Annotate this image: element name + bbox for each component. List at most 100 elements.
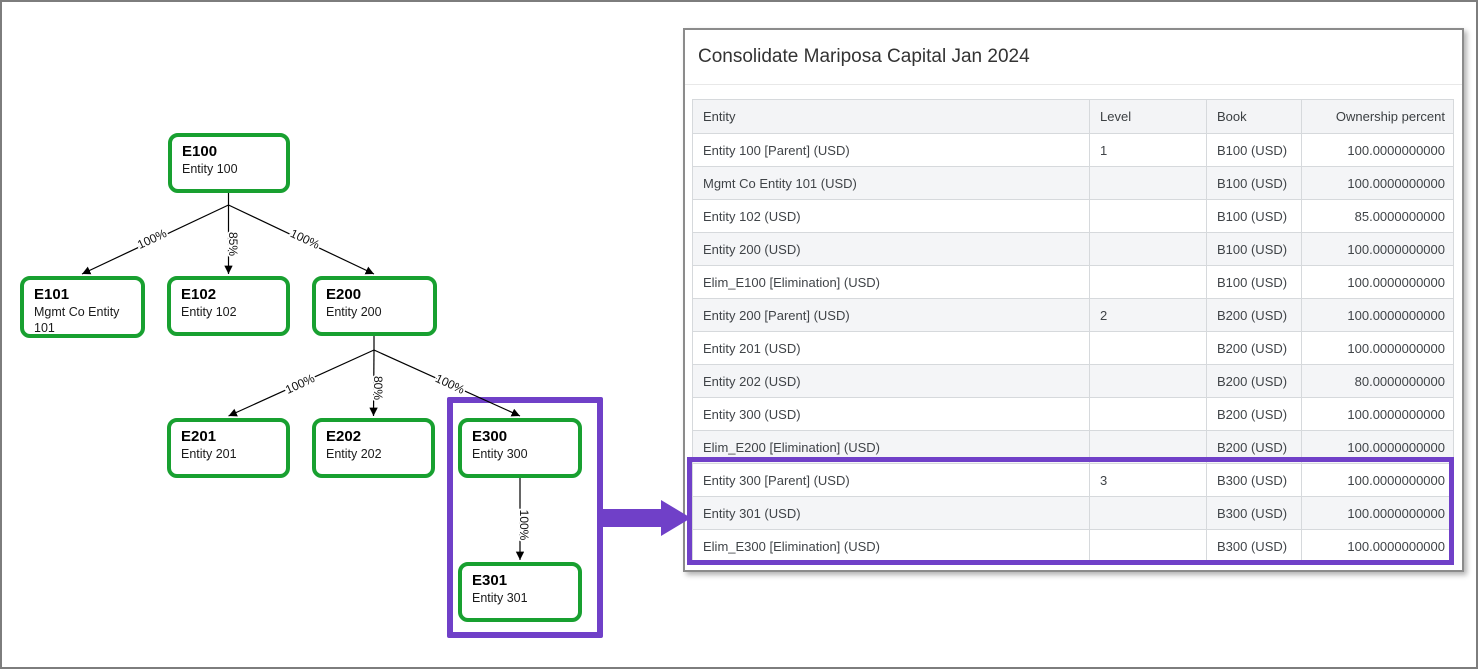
entity-node-e300: E300 Entity 300 [458, 418, 582, 478]
book-cell: B200 (USD) [1206, 430, 1302, 464]
entity-node-e202: E202 Entity 202 [312, 418, 435, 478]
table-row: Elim_E200 [Elimination] (USD) B200 (USD)… [692, 430, 1454, 464]
entity-cell: Entity 100 [Parent] (USD) [692, 133, 1090, 167]
flow-arrow-head-icon [661, 500, 691, 536]
node-id: E301 [472, 572, 508, 589]
node-id: E201 [181, 428, 217, 445]
edge-label: 100% [135, 226, 169, 252]
book-cell: B100 (USD) [1206, 166, 1302, 200]
level-cell [1089, 364, 1207, 398]
entity-node-e201: E201 Entity 201 [167, 418, 290, 478]
level-cell [1089, 199, 1207, 233]
table-row: Elim_E100 [Elimination] (USD) B100 (USD)… [692, 265, 1454, 299]
table-row: Entity 100 [Parent] (USD) 1 B100 (USD) 1… [692, 133, 1454, 167]
entity-cell: Entity 300 (USD) [692, 397, 1090, 431]
consolidation-report-panel: Consolidate Mariposa Capital Jan 2024 En… [683, 28, 1464, 572]
node-id: E101 [34, 286, 70, 303]
node-label: Entity 300 [472, 447, 528, 461]
book-cell: B200 (USD) [1206, 298, 1302, 332]
node-label: Entity 201 [181, 447, 237, 461]
node-label: Mgmt Co Entity 101 [34, 305, 120, 335]
edge-label: 85% [226, 232, 240, 256]
node-id: E202 [326, 428, 362, 445]
entity-cell: Entity 202 (USD) [692, 364, 1090, 398]
table-row: Entity 201 (USD) B200 (USD) 100.00000000… [692, 331, 1454, 365]
entity-cell: Mgmt Co Entity 101 (USD) [692, 166, 1090, 200]
level-cell [1089, 166, 1207, 200]
entity-node-e101: E101 Mgmt Co Entity 101 [20, 276, 145, 338]
table-row-highlighted: Elim_E300 [Elimination] (USD) B300 (USD)… [692, 529, 1454, 563]
level-cell: 1 [1089, 133, 1207, 167]
entity-cell: Elim_E100 [Elimination] (USD) [692, 265, 1090, 299]
entity-cell: Entity 102 (USD) [692, 199, 1090, 233]
table-row-highlighted: Entity 300 [Parent] (USD) 3 B300 (USD) 1… [692, 463, 1454, 497]
entity-cell: Elim_E200 [Elimination] (USD) [692, 430, 1090, 464]
table-row: Entity 202 (USD) B200 (USD) 80.000000000… [692, 364, 1454, 398]
node-label: Entity 202 [326, 447, 382, 461]
ownership-cell: 100.0000000000 [1301, 265, 1454, 299]
table-row: Entity 102 (USD) B100 (USD) 85.000000000… [692, 199, 1454, 233]
entity-cell: Entity 300 [Parent] (USD) [692, 463, 1090, 497]
table-row: Entity 200 [Parent] (USD) 2 B200 (USD) 1… [692, 298, 1454, 332]
table-row: Mgmt Co Entity 101 (USD) B100 (USD) 100.… [692, 166, 1454, 200]
node-id: E200 [326, 286, 362, 303]
node-label: Entity 200 [326, 305, 382, 319]
book-cell: B100 (USD) [1206, 133, 1302, 167]
level-cell [1089, 496, 1207, 530]
ownership-cell: 100.0000000000 [1301, 463, 1454, 497]
level-cell: 2 [1089, 298, 1207, 332]
entity-node-e301: E301 Entity 301 [458, 562, 582, 622]
entity-cell: Elim_E300 [Elimination] (USD) [692, 529, 1090, 563]
column-header-book: Book [1206, 99, 1302, 134]
level-cell [1089, 331, 1207, 365]
book-cell: B200 (USD) [1206, 364, 1302, 398]
ownership-cell: 100.0000000000 [1301, 133, 1454, 167]
edge-label: 100% [288, 226, 322, 252]
table-header-row: Entity Level Book Ownership percent [692, 99, 1454, 134]
node-label: Entity 100 [182, 162, 238, 176]
book-cell: B300 (USD) [1206, 496, 1302, 530]
flow-arrow-icon [597, 509, 661, 527]
entity-node-e100: E100 Entity 100 [168, 133, 290, 193]
ownership-cell: 100.0000000000 [1301, 331, 1454, 365]
ownership-cell: 100.0000000000 [1301, 529, 1454, 563]
node-id: E100 [182, 143, 218, 160]
table-row: Entity 300 (USD) B200 (USD) 100.00000000… [692, 397, 1454, 431]
report-header: Consolidate Mariposa Capital Jan 2024 [685, 30, 1462, 85]
report-title: Consolidate Mariposa Capital Jan 2024 [698, 46, 1030, 67]
level-cell [1089, 430, 1207, 464]
level-cell [1089, 529, 1207, 563]
book-cell: B100 (USD) [1206, 199, 1302, 233]
book-cell: B300 (USD) [1206, 529, 1302, 563]
book-cell: B300 (USD) [1206, 463, 1302, 497]
ownership-cell: 100.0000000000 [1301, 496, 1454, 530]
ownership-cell: 100.0000000000 [1301, 430, 1454, 464]
book-cell: B100 (USD) [1206, 232, 1302, 266]
node-label: Entity 102 [181, 305, 237, 319]
level-cell [1089, 232, 1207, 266]
consolidation-table: Entity Level Book Ownership percent Enti… [692, 99, 1454, 563]
ownership-cell: 100.0000000000 [1301, 232, 1454, 266]
entity-cell: Entity 301 (USD) [692, 496, 1090, 530]
edge-label: 100% [433, 371, 467, 397]
entity-cell: Entity 201 (USD) [692, 331, 1090, 365]
ownership-cell: 100.0000000000 [1301, 397, 1454, 431]
node-label: Entity 301 [472, 591, 528, 605]
table-row-highlighted: Entity 301 (USD) B300 (USD) 100.00000000… [692, 496, 1454, 530]
table-row: Entity 200 (USD) B100 (USD) 100.00000000… [692, 232, 1454, 266]
book-cell: B200 (USD) [1206, 331, 1302, 365]
column-header-level: Level [1089, 99, 1207, 134]
edge-label: 80% [371, 376, 385, 400]
node-id: E102 [181, 286, 217, 303]
level-cell [1089, 265, 1207, 299]
entity-node-e200: E200 Entity 200 [312, 276, 437, 336]
column-header-ownership: Ownership percent [1301, 99, 1454, 134]
entity-node-e102: E102 Entity 102 [167, 276, 290, 336]
ownership-cell: 80.0000000000 [1301, 364, 1454, 398]
entity-cell: Entity 200 [Parent] (USD) [692, 298, 1090, 332]
level-cell: 3 [1089, 463, 1207, 497]
ownership-cell: 85.0000000000 [1301, 199, 1454, 233]
column-header-entity: Entity [692, 99, 1090, 134]
level-cell [1089, 397, 1207, 431]
entity-hierarchy-diagram: E100 Entity 100 E101 Mgmt Co Entity 101 … [0, 0, 691, 669]
